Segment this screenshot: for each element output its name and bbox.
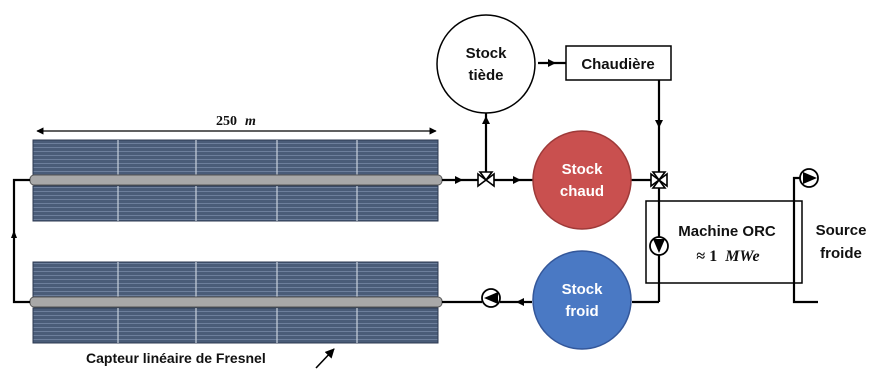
pump-icon	[649, 236, 669, 256]
svg-text:250 m: 250 m	[216, 112, 256, 129]
machine-power-approx: ≈ 1	[696, 248, 717, 265]
absorber-tube-top	[29, 174, 443, 186]
machine-orc-label: Machine ORC	[678, 223, 776, 240]
pump-icon	[799, 168, 819, 188]
valve-icon	[477, 171, 495, 188]
collector-caption: Capteur linéaire de Fresnel	[86, 348, 335, 369]
svg-text:≈ 1 MWe: ≈ 1 MWe	[696, 248, 759, 265]
collector-row-top	[29, 139, 443, 222]
collector-row-bottom	[29, 261, 443, 344]
absorber-tube-bottom	[29, 296, 443, 308]
flow-arrow-icon	[11, 59, 663, 306]
stock-chaud: Stock chaud	[532, 130, 632, 230]
dimension-unit: m	[245, 114, 256, 129]
source-froide-line-2: froide	[820, 245, 862, 262]
dimension-250m: 250 m	[36, 112, 437, 135]
machine-orc-box: Machine ORC ≈ 1 MWe	[645, 200, 803, 284]
stock-froid-label-1: Stock	[562, 281, 604, 298]
stock-tiede-label-1: Stock	[466, 45, 508, 62]
stock-tiede: Stock tiède	[436, 14, 536, 114]
source-froide-label: Source froide	[816, 222, 867, 262]
stock-tiede-label-2: tiède	[468, 67, 503, 84]
stock-froid: Stock froid	[532, 250, 632, 350]
machine-power-unit: MWe	[724, 248, 759, 265]
collector-caption-text: Capteur linéaire de Fresnel	[86, 350, 266, 366]
valve-icon	[650, 171, 668, 189]
source-froide-line-1: Source	[816, 222, 867, 239]
stock-froid-label-2: froid	[565, 303, 598, 320]
caption-arrow-icon	[315, 348, 335, 369]
dimension-value: 250	[216, 114, 237, 129]
stock-chaud-label-2: chaud	[560, 183, 604, 200]
chaudiere-label: Chaudière	[581, 56, 654, 73]
chaudiere-box: Chaudière	[565, 45, 672, 81]
stock-chaud-label-1: Stock	[562, 161, 604, 178]
pump-icon	[481, 288, 501, 308]
